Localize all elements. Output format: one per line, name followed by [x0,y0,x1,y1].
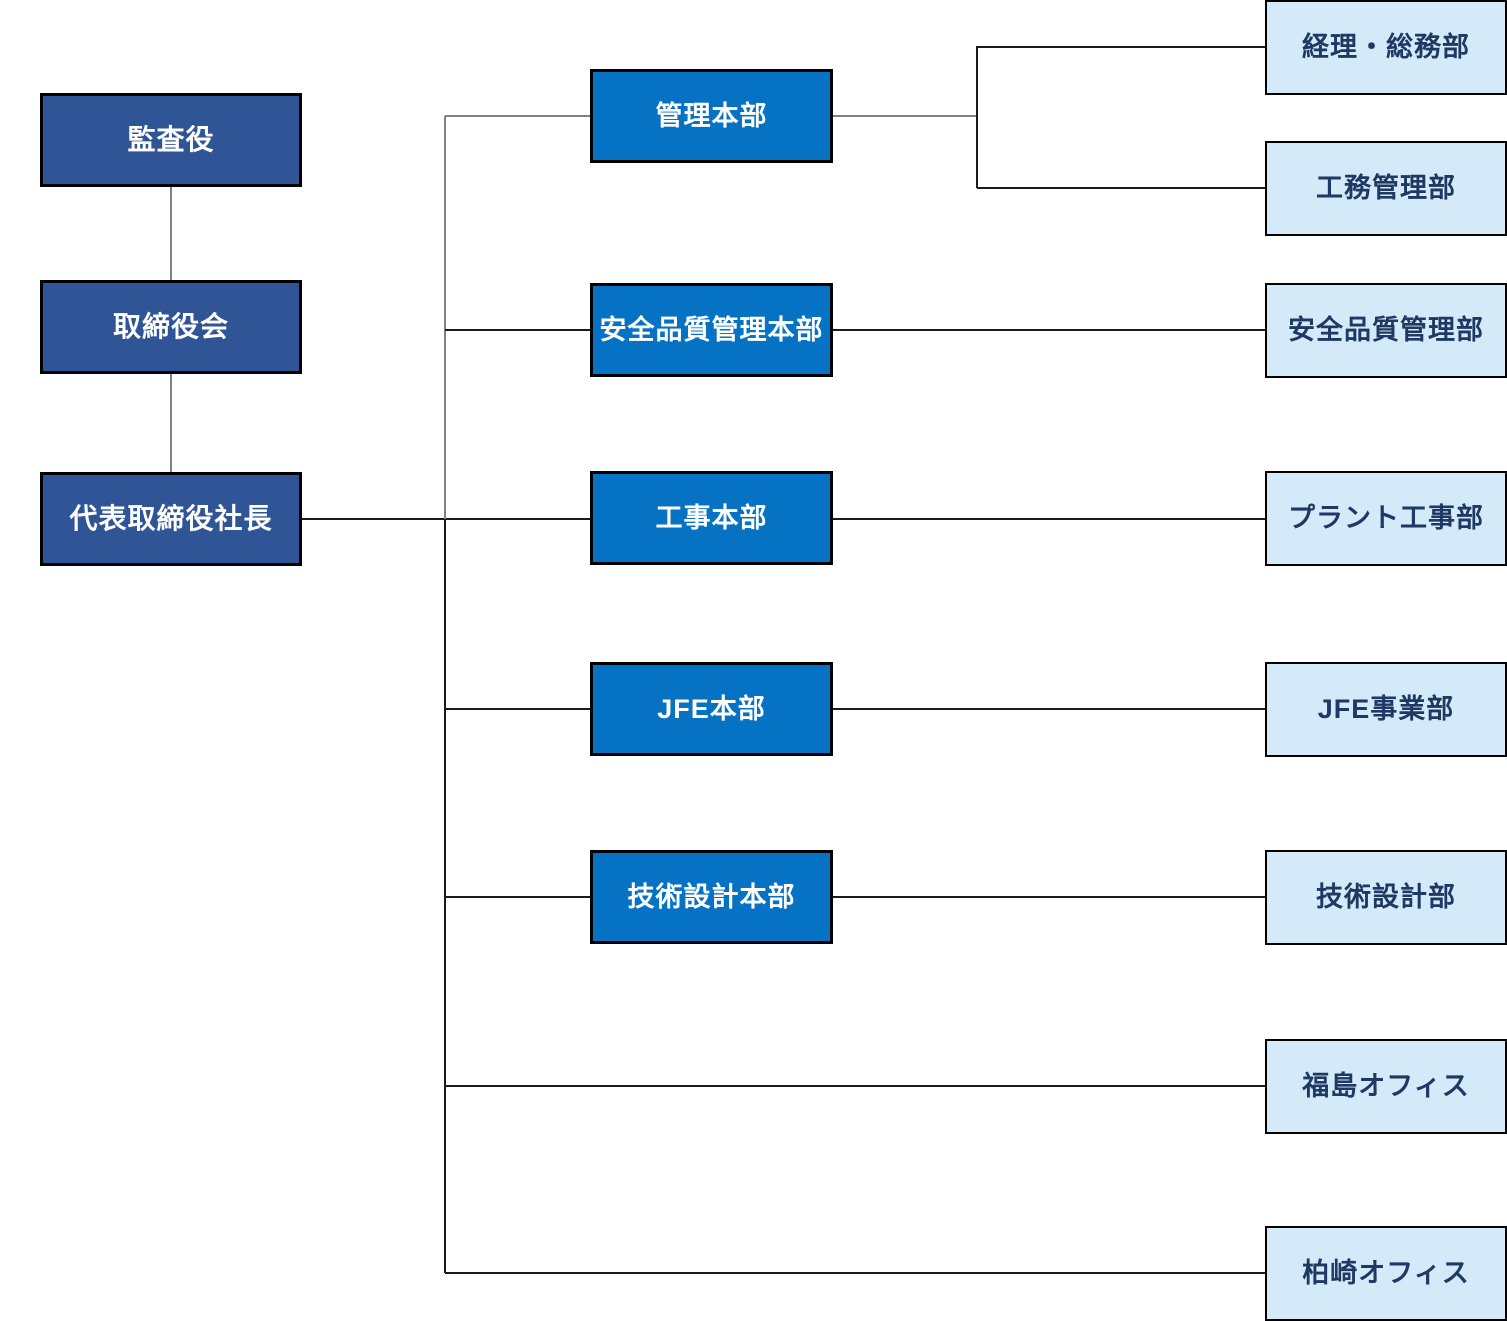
node-engineering-design-hq-label: 技術設計本部 [627,881,796,912]
node-admin-hq-label: 管理本部 [655,100,768,131]
node-auditor: 監査役 [40,93,302,187]
node-plant-construction-dept-label: プラント工事部 [1288,503,1484,534]
node-works-management-dept: 工務管理部 [1265,141,1507,236]
connector-president-construction-hq [302,518,590,520]
connector-safety-quality-hq-dept [833,329,1265,331]
connector-construction-hq-plant-dept [833,518,1265,520]
connector-engineering-design-hq-dept [833,896,1265,898]
node-kashiwazaki-office: 柏崎オフィス [1265,1226,1507,1321]
connector-branch-jfe-hq [445,708,590,710]
node-president: 代表取締役社長 [40,472,302,566]
node-safety-quality-dept-label: 安全品質管理部 [1288,315,1484,346]
node-fukushima-office: 福島オフィス [1265,1039,1507,1134]
connector-admin-hq-junction [833,115,977,117]
node-plant-construction-dept: プラント工事部 [1265,471,1507,566]
node-fukushima-office-label: 福島オフィス [1302,1071,1470,1102]
node-jfe-hq-label: JFE本部 [657,693,766,724]
node-construction-hq: 工事本部 [590,471,833,565]
node-jfe-business-dept-label: JFE事業部 [1317,694,1455,725]
node-safety-quality-hq: 安全品質管理本部 [590,283,833,377]
connector-jfe-hq-jfe-business-dept [833,708,1265,710]
connector-auditor-board [170,187,172,280]
node-board-of-directors: 取締役会 [40,280,302,374]
connector-board-president [170,374,172,472]
node-accounting-general-affairs-dept-label: 経理・総務部 [1302,32,1470,63]
connector-branch-engineering-design-hq [445,896,590,898]
node-engineering-design-dept: 技術設計部 [1265,850,1507,945]
node-admin-hq: 管理本部 [590,69,833,163]
connector-branch-kashiwazaki-office [445,1272,1265,1274]
connector-admin-junction-vertical [976,46,978,188]
connector-branch-fukushima-office [445,1085,1265,1087]
node-president-label: 代表取締役社長 [69,503,273,535]
node-kashiwazaki-office-label: 柏崎オフィス [1302,1258,1470,1289]
node-engineering-design-dept-label: 技術設計部 [1316,882,1456,913]
connector-junction-works-management-dept [977,187,1265,189]
connector-branch-safety-quality-hq [445,329,590,331]
node-engineering-design-hq: 技術設計本部 [590,850,833,944]
node-board-of-directors-label: 取締役会 [112,311,229,343]
node-construction-hq-label: 工事本部 [655,502,768,533]
node-auditor-label: 監査役 [127,124,215,156]
connector-junction-accounting-dept [977,46,1265,48]
node-works-management-dept-label: 工務管理部 [1316,173,1456,204]
node-jfe-business-dept: JFE事業部 [1265,662,1507,757]
node-jfe-hq: JFE本部 [590,662,833,756]
node-safety-quality-hq-label: 安全品質管理本部 [599,314,824,345]
connector-trunk-upper [444,116,446,519]
node-accounting-general-affairs-dept: 経理・総務部 [1265,0,1507,95]
connector-branch-admin-hq [445,115,590,117]
node-safety-quality-dept: 安全品質管理部 [1265,283,1507,378]
